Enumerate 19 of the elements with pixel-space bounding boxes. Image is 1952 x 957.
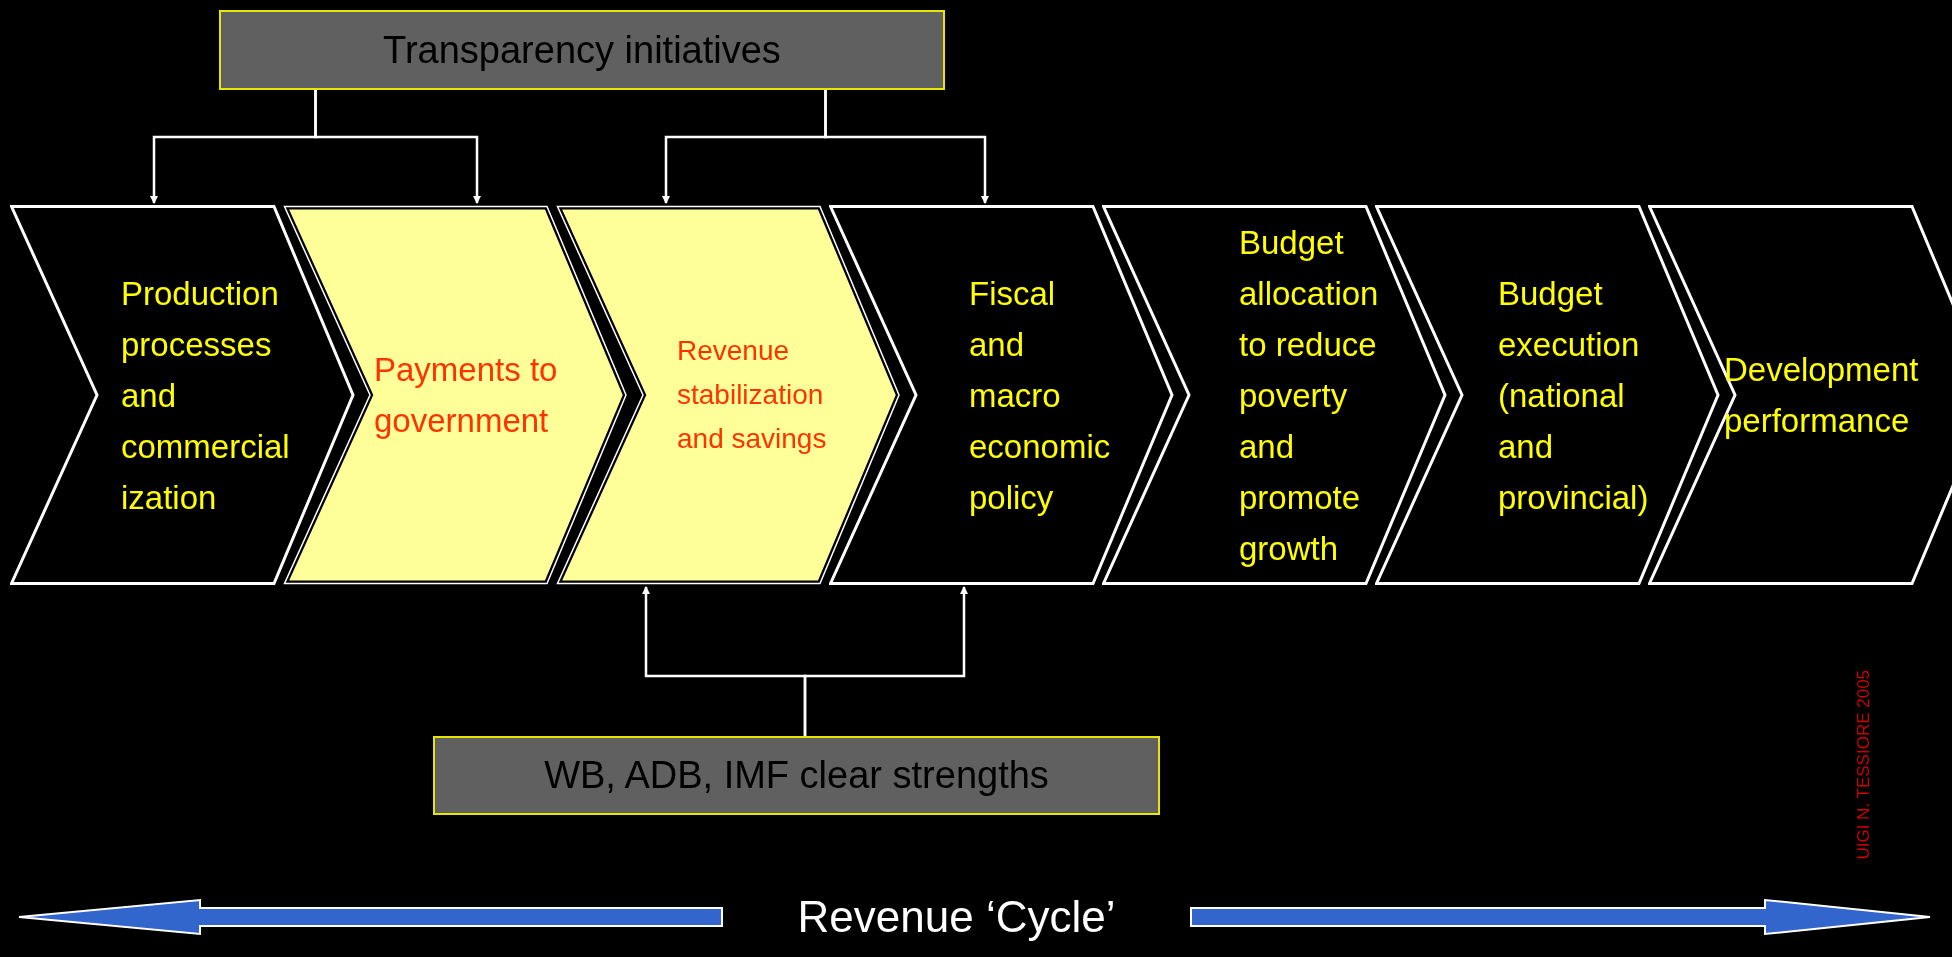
process-step — [556, 205, 901, 585]
connector-arrow — [824, 90, 989, 204]
connector-arrow — [314, 90, 481, 204]
label-box: WB, ADB, IMF clear strengths — [433, 736, 1160, 815]
step-label: Budget execution (national and provincial) — [1498, 273, 1650, 518]
process-step — [1648, 205, 1952, 585]
label-box: Transparency initiatives — [219, 10, 945, 90]
connector-arrow — [803, 586, 968, 736]
process-step — [10, 205, 355, 585]
step-label: Payments to government — [374, 350, 559, 441]
step-label: Development performance — [1724, 350, 1920, 441]
step-label: Revenue stabilization and savings — [677, 334, 828, 456]
process-step — [1375, 205, 1720, 585]
step-label: Fiscal and macro economic policy — [969, 273, 1112, 518]
process-step — [829, 205, 1174, 585]
step-label: Budget allocation to reduce poverty and promote growth — [1239, 222, 1380, 569]
cycle-label: Revenue ‘Cycle’ — [797, 891, 1116, 943]
step-label: Production processes and commercialization — [121, 273, 291, 518]
copyright-note: UIGI N. TESSIORE 2005 — [1853, 670, 1875, 860]
